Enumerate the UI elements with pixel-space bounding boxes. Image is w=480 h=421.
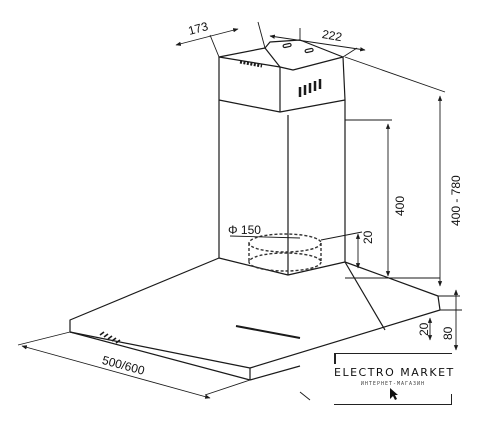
dim-canopy-80: 80: [441, 326, 455, 340]
electro-market-watermark: ELECTRO MARKET ИНТЕРНЕТ-МАГАЗИН: [334, 353, 455, 405]
dim-222: 222: [321, 27, 343, 44]
duct-collar: [248, 233, 322, 272]
dim-diameter-150: Φ 150: [228, 223, 261, 237]
mouse-pointer-icon: [390, 388, 398, 400]
dim-collar-20: 20: [361, 230, 375, 244]
chimney-upper: [218, 56, 346, 113]
vent-slots-right: [298, 79, 322, 97]
brand-tagline: ИНТЕРНЕТ-МАГАЗИН: [360, 381, 426, 387]
dim-173: 173: [187, 19, 210, 38]
chimney-lower: [218, 100, 346, 276]
chimney-top: [218, 39, 344, 71]
dim-400-780: 400 - 780: [449, 175, 463, 226]
vent-slots-left: [239, 60, 263, 68]
control-buttons: [99, 331, 121, 344]
dim-canopy-20: 20: [417, 322, 431, 336]
hood-canopy: [69, 257, 441, 369]
brand-title: ELECTRO MARKET: [334, 366, 455, 379]
dim-400: 400: [393, 196, 407, 216]
